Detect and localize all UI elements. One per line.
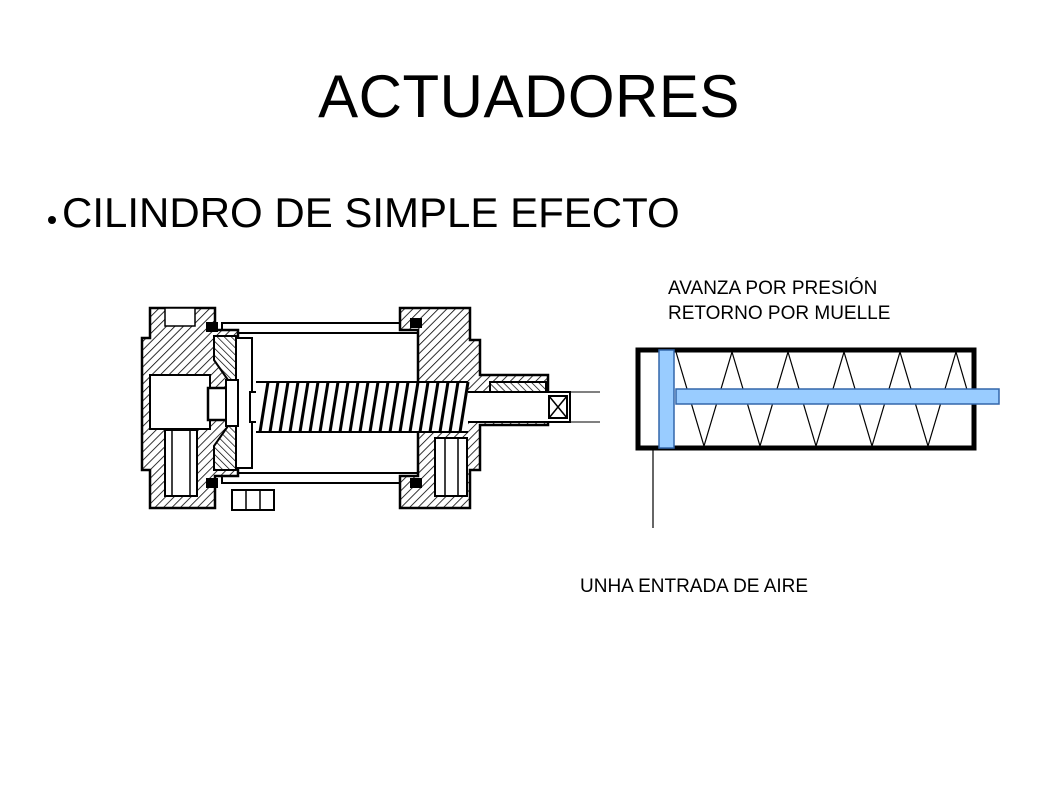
return-spring xyxy=(256,381,470,433)
rear-port-top xyxy=(164,307,196,327)
symbol-piston-rod xyxy=(675,388,1000,405)
front-port-bottom xyxy=(434,437,468,497)
barrel-bottom-wall xyxy=(221,472,423,484)
symbol-piston xyxy=(658,349,675,449)
piston-washer xyxy=(225,379,239,427)
barrel-top-wall xyxy=(221,322,423,334)
tie-rod-nut-left xyxy=(231,489,275,511)
label-air-inlet: UNHA ENTRADA DE AIRE xyxy=(580,576,809,597)
cylinder-cross-section xyxy=(140,306,600,511)
label-return: RETORNO POR MUELLE xyxy=(668,303,891,324)
rear-port-bottom xyxy=(164,429,198,497)
bullet-dot-icon xyxy=(48,215,56,224)
label-advance: AVANZA POR PRESIÓN xyxy=(668,278,878,299)
bullet-text: CILINDRO DE SIMPLE EFECTO xyxy=(62,189,680,236)
bullet-item: CILINDRO DE SIMPLE EFECTO xyxy=(48,188,680,238)
rear-cap-cavity xyxy=(149,374,211,430)
slide-title: ACTUADORES xyxy=(318,63,740,130)
cylinder-symbol xyxy=(635,347,1000,528)
